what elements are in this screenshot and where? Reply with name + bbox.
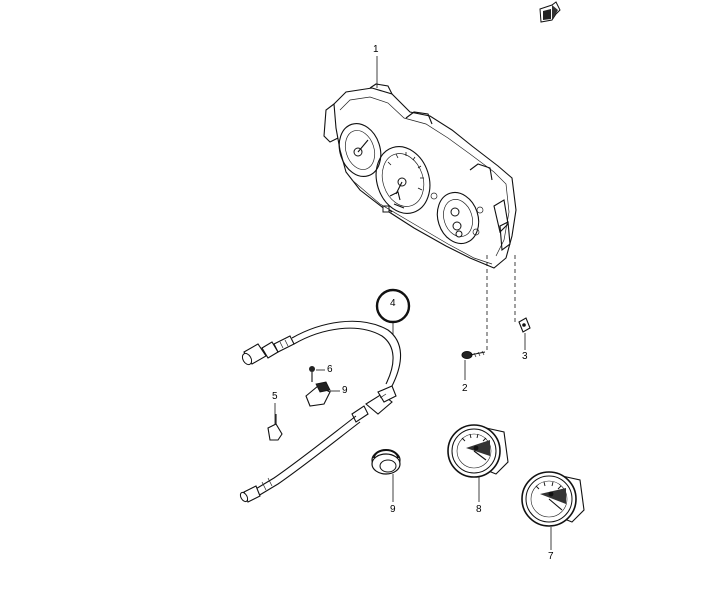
callout-1: 1 xyxy=(373,44,379,55)
screw-part-2 xyxy=(461,350,486,359)
screw-part-6 xyxy=(309,366,315,382)
callout-8: 8 xyxy=(476,504,482,515)
callout-7: 7 xyxy=(548,551,554,562)
callout-5: 5 xyxy=(272,391,278,402)
callout-2: 2 xyxy=(462,383,468,394)
clip-part-5 xyxy=(267,414,283,441)
callout-9-grommet: 9 xyxy=(390,504,396,515)
instrument-cluster xyxy=(323,83,517,269)
gauge-part-7 xyxy=(521,471,585,527)
gauge-part-8 xyxy=(447,424,509,478)
front-direction-arrow-icon xyxy=(539,1,561,23)
clamp-part-9 xyxy=(305,381,331,407)
callout-3: 3 xyxy=(522,351,528,362)
speedometer-cable xyxy=(239,320,402,503)
callout-4: 4 xyxy=(390,298,396,309)
callout-4-circle xyxy=(375,288,411,324)
callout-9-clamp: 9 xyxy=(342,385,348,396)
callout-6: 6 xyxy=(327,364,333,375)
grommet-part-9 xyxy=(371,449,401,475)
clip-nut-part-3 xyxy=(518,317,531,333)
